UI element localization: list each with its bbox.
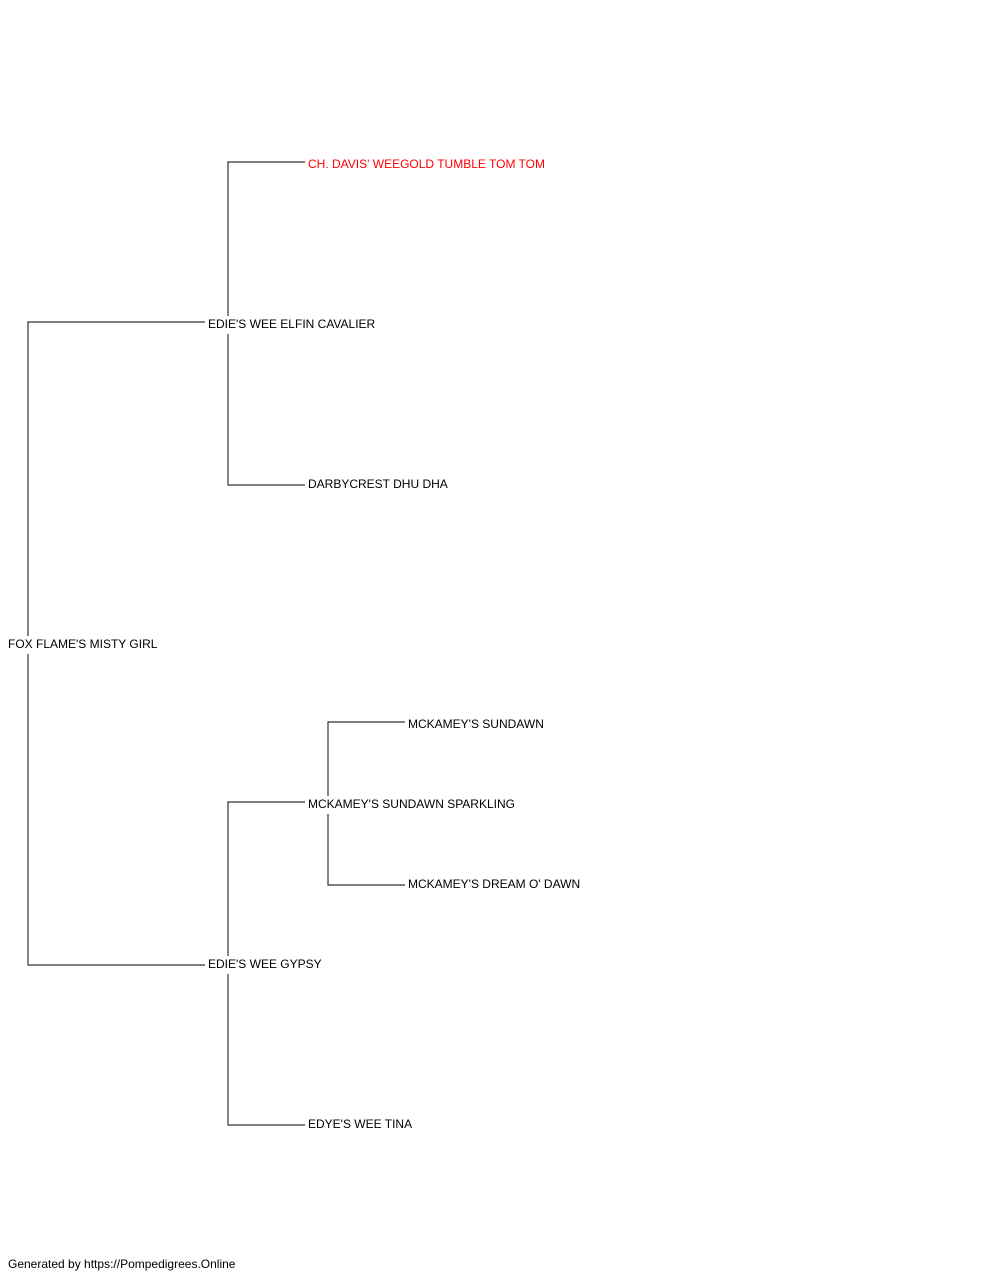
dam-sire-sire-name[interactable]: MCKAMEY'S SUNDAWN <box>408 717 544 731</box>
connector-dam-sire-sire <box>327 721 405 796</box>
connector-subject-sire <box>27 321 205 636</box>
connector-dam-dam-dam <box>227 974 305 1126</box>
connector-sire-sire-dam <box>227 334 305 486</box>
sire-dam-name[interactable]: DARBYCREST DHU DHA <box>308 477 448 491</box>
connector-dam-sire-dam <box>327 814 405 886</box>
dam-sire-dam-name[interactable]: MCKAMEY'S DREAM O' DAWN <box>408 877 581 891</box>
connector-subject-dam <box>27 654 205 966</box>
dam-dam-name[interactable]: EDYE'S WEE TINA <box>308 1117 413 1131</box>
generated-by-footer: Generated by https://Pompedigrees.Online <box>8 1257 236 1271</box>
dam-sire-name[interactable]: MCKAMEY'S SUNDAWN SPARKLING <box>308 797 515 811</box>
dam-name[interactable]: EDIE'S WEE GYPSY <box>208 957 322 971</box>
connector-sire-sire-sire <box>227 161 305 316</box>
subject-name[interactable]: FOX FLAME'S MISTY GIRL <box>8 637 158 651</box>
sire-name[interactable]: EDIE'S WEE ELFIN CAVALIER <box>208 317 376 331</box>
connector-dam-dam-sire <box>227 801 305 956</box>
sire-sire-name[interactable]: CH. DAVIS' WEEGOLD TUMBLE TOM TOM <box>308 157 545 171</box>
